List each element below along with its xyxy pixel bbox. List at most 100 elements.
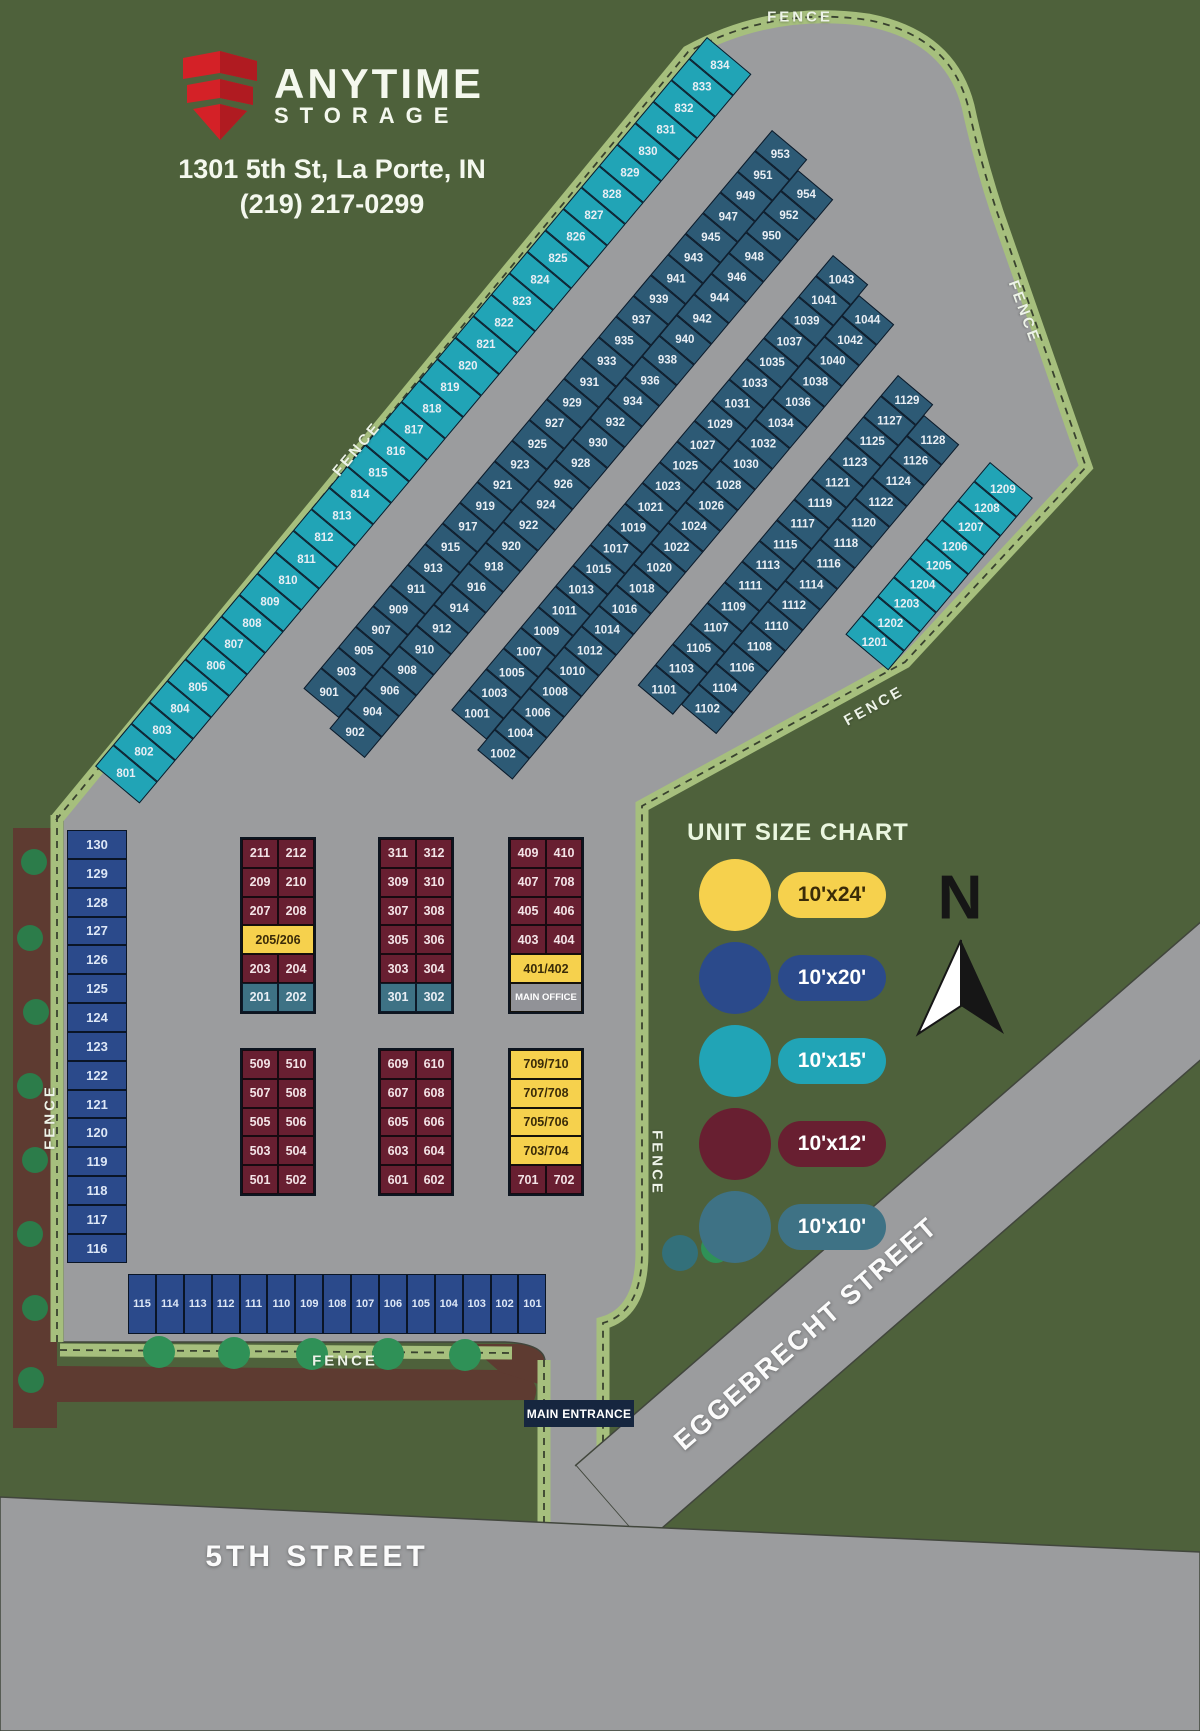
unit-cell: 204 xyxy=(278,954,314,983)
brand-name-line2: STORAGE xyxy=(274,103,460,128)
unit-cell: 124 xyxy=(67,1003,127,1032)
unit-cell: 210 xyxy=(278,867,314,897)
unit-cell: 115 xyxy=(128,1274,156,1334)
unit-cell: 310 xyxy=(416,867,452,897)
unit-cell: 301 xyxy=(380,982,416,1012)
unit-cell: 509 xyxy=(242,1050,278,1079)
unit-cell: 122 xyxy=(67,1060,127,1090)
unit-cell: 308 xyxy=(416,896,452,926)
legend-swatch-circle xyxy=(699,1025,771,1097)
unit-cell: 610 xyxy=(416,1050,452,1079)
unit-cell: 105 xyxy=(406,1274,435,1334)
unit-cell: 126 xyxy=(67,945,127,975)
north-letter: N xyxy=(937,863,983,933)
brand-name-line1: ANYTIME xyxy=(274,60,484,107)
unit-cell: 211 xyxy=(242,839,278,868)
unit-cell: 311 xyxy=(380,839,416,868)
block-row: MAIN OFFICE xyxy=(510,982,582,1012)
legend-swatch-circle xyxy=(699,859,771,931)
unit-cell: 602 xyxy=(416,1165,452,1194)
unit-cell: 708 xyxy=(546,867,582,897)
tree-row-bottom xyxy=(143,1336,481,1371)
unit-cell: 605 xyxy=(380,1107,416,1137)
unit-cell: 401/402 xyxy=(510,954,582,983)
block-row: 401/402 xyxy=(510,954,582,983)
unit-cell: 129 xyxy=(67,858,127,888)
unit-cell: 410 xyxy=(546,839,582,868)
unit-cell: 702 xyxy=(546,1165,582,1194)
north-arrow-icon xyxy=(915,939,1004,1037)
unit-cell: 709/710 xyxy=(510,1050,582,1079)
unit-cell: 208 xyxy=(278,896,314,926)
unit-cell: 102 xyxy=(490,1274,519,1334)
block-row: 709/710 xyxy=(510,1050,582,1079)
unit-cell: 117 xyxy=(67,1204,127,1234)
unit-cell: 103 xyxy=(462,1274,491,1334)
unit-cell: 309 xyxy=(380,867,416,897)
unit-cell: 106 xyxy=(379,1274,407,1334)
unit-cell: 601 xyxy=(380,1165,416,1194)
unit-cell: MAIN OFFICE xyxy=(510,982,582,1012)
legend-size-pill: 10'x20' xyxy=(778,955,886,1001)
unit-cell: 501 xyxy=(242,1165,278,1194)
phone-number: (219) 217-0299 xyxy=(239,189,425,219)
unit-cell: 304 xyxy=(416,954,452,983)
unit-cell: 205/206 xyxy=(242,925,314,955)
fence-dashes xyxy=(55,15,1088,1640)
unit-cell: 606 xyxy=(416,1107,452,1137)
unit-cell: 113 xyxy=(183,1274,212,1334)
unit-cell: 504 xyxy=(278,1136,314,1166)
block-row: 205/206 xyxy=(242,925,314,955)
unit-cell: 403 xyxy=(510,925,546,955)
unit-cell: 119 xyxy=(67,1147,127,1177)
unit-cell: 111 xyxy=(239,1274,268,1334)
legend-size-pill: 10'x15' xyxy=(778,1038,886,1084)
block-row: 705/706 xyxy=(510,1107,582,1137)
unit-cell: 127 xyxy=(67,916,127,946)
unit-cell: 120 xyxy=(67,1118,127,1148)
legend-swatch-circle xyxy=(699,1108,771,1180)
unit-cell: 207 xyxy=(242,896,278,926)
unit-cell: 128 xyxy=(67,887,127,917)
fence-label-top: FENCE xyxy=(767,8,833,26)
unit-cell: 305 xyxy=(380,925,416,955)
anytime-storage-logo-icon xyxy=(183,51,257,140)
unit-cell: 201 xyxy=(242,982,278,1012)
fifth-street-label: 5TH STREET xyxy=(205,1540,429,1573)
unit-cell: 406 xyxy=(546,896,582,926)
unit-cell: 607 xyxy=(380,1078,416,1108)
logo-block: ANYTIME STORAGE 1301 5th St, La Porte, I… xyxy=(112,50,552,220)
legend-swatch-circle xyxy=(699,1191,771,1263)
unit-cell: 701 xyxy=(510,1165,546,1194)
unit-cell: 608 xyxy=(416,1078,452,1108)
unit-cell: 303 xyxy=(380,954,416,983)
unit-cell: 510 xyxy=(278,1050,314,1079)
unit-cell: 203 xyxy=(242,954,278,983)
legend-size-pill: 10'x10' xyxy=(778,1204,886,1250)
unit-cell: 109 xyxy=(295,1274,324,1334)
unit-size-chart-title: UNIT SIZE CHART xyxy=(687,819,909,846)
unit-cell: 121 xyxy=(67,1089,127,1119)
unit-cell: 707/708 xyxy=(510,1078,582,1108)
